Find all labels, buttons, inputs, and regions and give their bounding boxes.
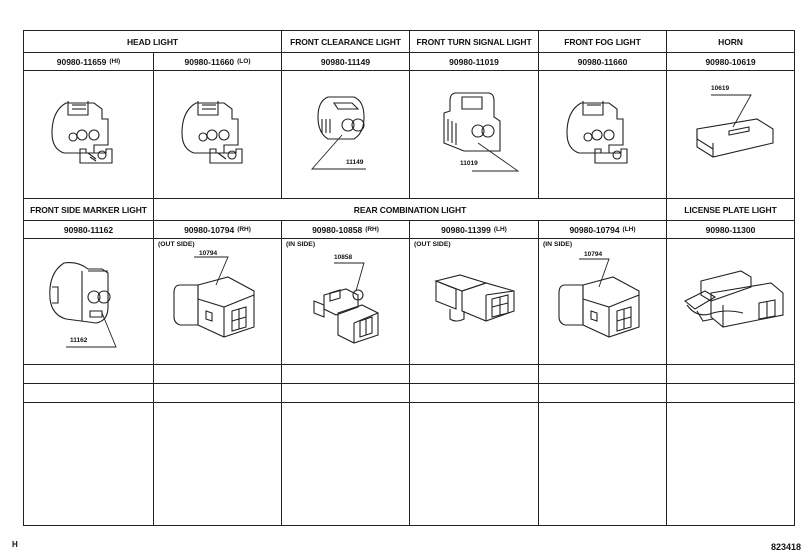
empty-cell: [154, 384, 282, 403]
connector-drawing-cell: (OUT SIDE) 10794: [154, 239, 282, 365]
connector-illustration-icon: [696, 94, 774, 158]
part-number: 90980-11399: [441, 224, 491, 235]
connector-drawing-cell: [667, 239, 794, 365]
header-head-light: HEAD LIGHT: [24, 31, 282, 53]
callout-label: 10794: [199, 250, 218, 257]
connector-drawing-cell: (IN SIDE) 10794: [539, 239, 667, 365]
empty-cell: [667, 365, 794, 384]
connector-illustration-icon: [181, 101, 243, 164]
header-front-clearance-light: FRONT CLEARANCE LIGHT: [282, 31, 410, 53]
empty-cell: [24, 384, 154, 403]
part-number: 90980-11149: [320, 56, 371, 67]
part-number: 90980-11660: [577, 56, 628, 67]
callout-label: 10619: [711, 85, 730, 92]
header-rear-combination-light: REAR COMBINATION LIGHT: [154, 199, 667, 221]
part-number-cell: 90980-10794(RH): [154, 221, 282, 239]
empty-cell: [24, 365, 154, 384]
empty-cell: [667, 384, 794, 403]
part-number: 90980-11659: [56, 56, 107, 67]
side-label: (IN SIDE): [286, 241, 316, 248]
part-number-cell: 90980-11149: [282, 53, 410, 71]
callout-label: 10858: [334, 254, 353, 261]
part-number-cell: 90980-11300: [667, 221, 794, 239]
empty-cell: [539, 365, 667, 384]
connector-drawing-cell: (IN SIDE) 10858: [282, 239, 410, 365]
empty-cell: [24, 403, 154, 525]
callout-label: 11162: [70, 337, 88, 344]
connector-illustration-icon: [683, 270, 784, 328]
part-number-cell: 90980-11659(HI): [24, 53, 154, 71]
part-number: 90980-11162: [63, 224, 114, 235]
empty-cell: [282, 384, 410, 403]
header-front-fog-light: FRONT FOG LIGHT: [539, 31, 667, 53]
side-label: (OUT SIDE): [414, 241, 451, 248]
connector-illustration-icon: [173, 256, 255, 338]
part-number: 90980-10858: [312, 224, 363, 235]
connector-drawing-cell: 11162: [24, 239, 154, 365]
figure-number: 823418: [770, 542, 801, 552]
empty-cell: [154, 365, 282, 384]
header-horn: HORN: [667, 31, 794, 53]
empty-cell: [539, 403, 667, 525]
part-suffix: (HI): [109, 58, 121, 65]
connector-drawing-cell: 11019: [410, 71, 539, 199]
connector-illustration-icon: [558, 258, 640, 338]
connector-parts-table: HEAD LIGHT FRONT CLEARANCE LIGHT FRONT T…: [23, 30, 795, 526]
part-number-cell: 90980-11162: [24, 221, 154, 239]
connector-illustration-icon: [434, 274, 515, 322]
callout-label: 10794: [584, 251, 603, 258]
connector-illustration-icon: [443, 92, 520, 172]
part-number: 90980-11300: [705, 224, 756, 235]
part-number-cell: 90980-10619: [667, 53, 794, 71]
part-number: 90980-11660: [184, 56, 235, 67]
part-number: 90980-10794: [569, 224, 620, 235]
part-number-cell: 90980-10858(RH): [282, 221, 410, 239]
empty-cell: [282, 365, 410, 384]
empty-cell: [539, 384, 667, 403]
connector-drawing-cell: 11149: [282, 71, 410, 199]
part-number-cell: 90980-11019: [410, 53, 539, 71]
empty-cell: [667, 403, 794, 525]
part-suffix: (RH): [237, 226, 251, 233]
part-number-cell: 90980-11399(LH): [410, 221, 539, 239]
connector-drawing-cell: [154, 71, 282, 199]
connector-illustration-icon: [311, 96, 366, 170]
part-number-cell: 90980-11660(LO): [154, 53, 282, 71]
empty-cell: [410, 403, 539, 525]
part-suffix: (LH): [493, 226, 507, 233]
side-label: (OUT SIDE): [158, 241, 195, 248]
header-front-side-marker-light: FRONT SIDE MARKER LIGHT: [24, 199, 154, 221]
section-code: H: [12, 540, 18, 549]
empty-cell: [410, 384, 539, 403]
connector-drawing-cell: [539, 71, 667, 199]
connector-illustration-icon: [49, 262, 117, 348]
connector-drawing-cell: (OUT SIDE): [410, 239, 539, 365]
part-number: 90980-10619: [705, 56, 756, 67]
connector-drawing-cell: 10619: [667, 71, 794, 199]
part-suffix: (LH): [622, 226, 636, 233]
part-suffix: (RH): [365, 226, 379, 233]
side-label: (IN SIDE): [543, 241, 573, 248]
connector-illustration-icon: [566, 101, 628, 164]
empty-cell: [410, 365, 539, 384]
part-suffix: (LO): [237, 58, 251, 65]
connector-illustration-icon: [51, 101, 113, 164]
empty-cell: [154, 403, 282, 525]
empty-cell: [282, 403, 410, 525]
part-number-cell: 90980-11660: [539, 53, 667, 71]
callout-label: 11019: [460, 160, 478, 167]
part-number: 90980-11019: [449, 56, 499, 67]
header-license-plate-light: LICENSE PLATE LIGHT: [667, 199, 794, 221]
callout-label: 11149: [346, 159, 364, 166]
part-number-cell: 90980-10794(LH): [539, 221, 667, 239]
header-front-turn-signal-light: FRONT TURN SIGNAL LIGHT: [410, 31, 539, 53]
part-number: 90980-10794: [184, 224, 235, 235]
connector-drawing-cell: [24, 71, 154, 199]
connector-illustration-icon: [313, 262, 379, 344]
